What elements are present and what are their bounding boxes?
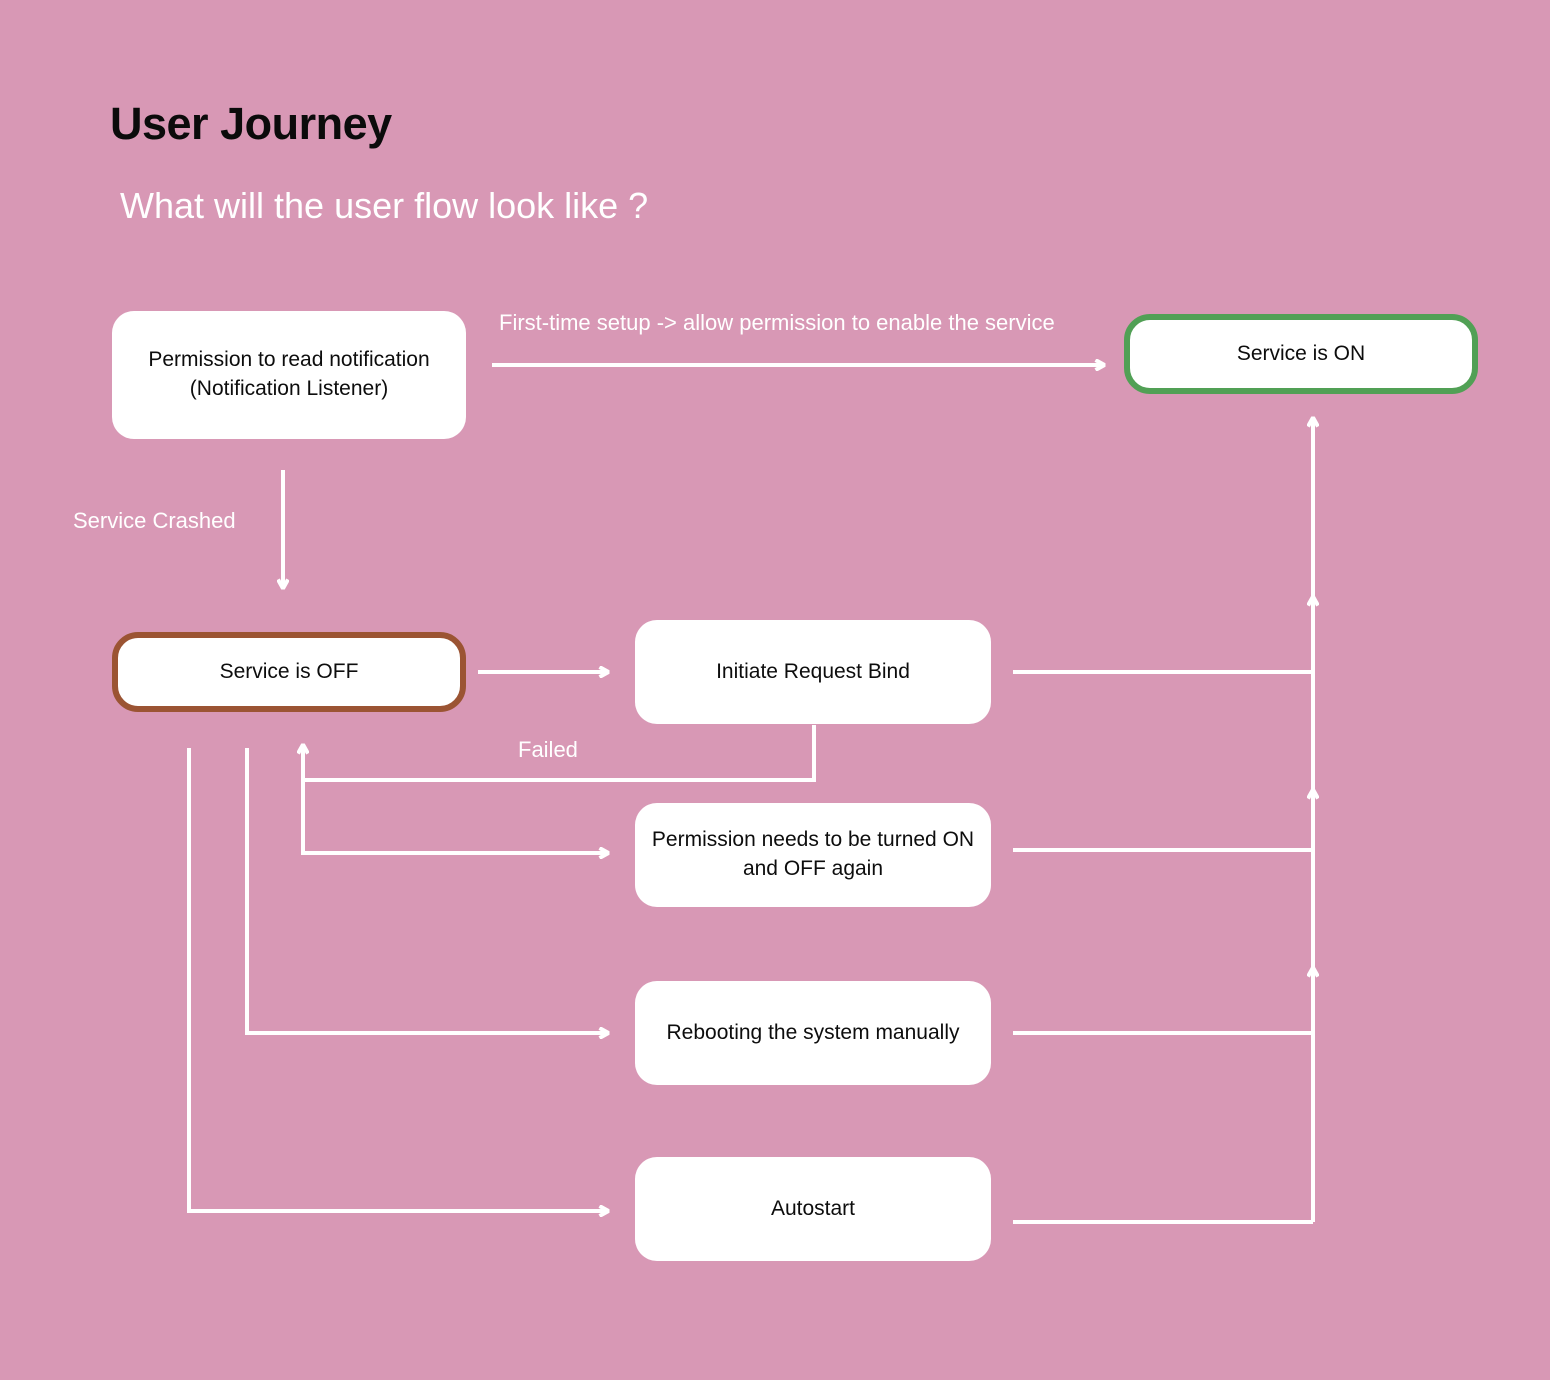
- node-rebooting-system[interactable]: Rebooting the system manually: [635, 981, 991, 1085]
- node-label: Permission to read notification (Notific…: [148, 348, 430, 400]
- node-permission-toggle[interactable]: Permission needs to be turned ON and OFF…: [635, 803, 991, 907]
- node-autostart[interactable]: Autostart: [635, 1157, 991, 1261]
- node-service-is-off[interactable]: Service is OFF: [112, 632, 466, 712]
- edge-label-failed: Failed: [518, 737, 578, 762]
- wire-serviceoff-to-autostart: [187, 748, 608, 1211]
- node-label: Service is ON: [1236, 341, 1366, 365]
- page-title: User Journey: [110, 98, 392, 149]
- node-service-is-on[interactable]: Service is ON: [1124, 314, 1478, 394]
- node-permission-to-read-notification[interactable]: Permission to read notification (Notific…: [112, 311, 466, 439]
- page-subtitle: What will the user flow look like ?: [120, 185, 649, 226]
- edge-label-service-crashed: Service Crashed: [73, 508, 236, 533]
- edge-label-first-time-setup: First-time setup -> allow permission to …: [499, 310, 1055, 335]
- wire-serviceoff-to-permissiontoggle: [301, 780, 608, 853]
- node-initiate-request-bind[interactable]: Initiate Request Bind: [635, 620, 991, 724]
- node-label: Initiate Request Bind: [716, 659, 910, 683]
- wire-serviceoff-to-rebooting: [245, 748, 608, 1033]
- node-label: Rebooting the system manually: [666, 1020, 960, 1044]
- node-label: Service is OFF: [219, 659, 359, 683]
- node-label: Autostart: [770, 1196, 856, 1220]
- node-label: Permission needs to be turned ON and OFF…: [651, 828, 975, 880]
